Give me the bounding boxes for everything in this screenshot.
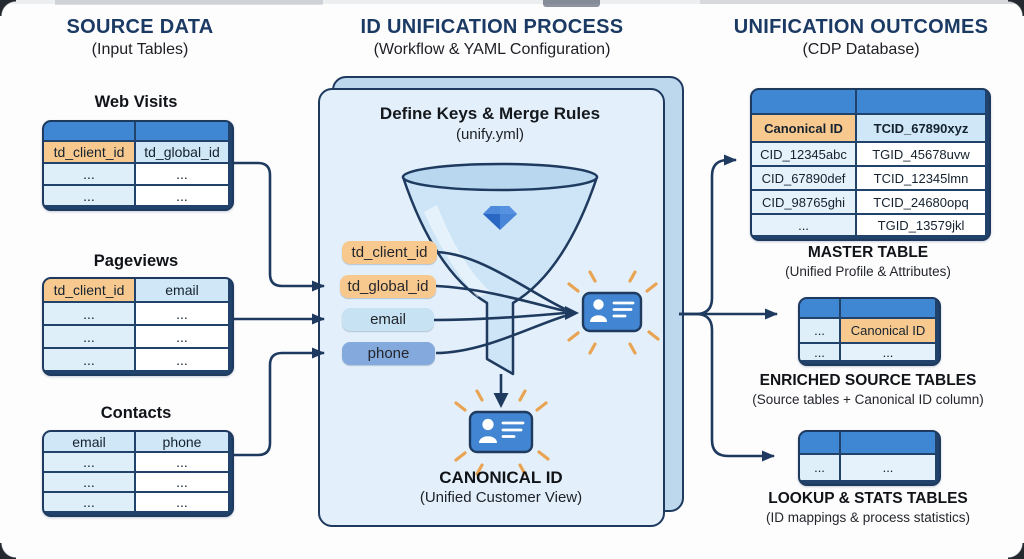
column-cell: email	[136, 279, 228, 301]
table-cell: ...	[752, 215, 855, 235]
key-pill-email: email	[342, 308, 434, 331]
table-cell: TCID_24680opq	[857, 191, 985, 213]
top-artifact-bar	[0, 0, 1024, 4]
screen-corner	[1008, 543, 1024, 559]
lookup-tables-caption: LOOKUP & STATS TABLES (ID mappings & pro…	[718, 490, 1018, 525]
process-title: ID UNIFICATION PROCESS	[360, 16, 624, 38]
caption-title: LOOKUP & STATS TABLES	[768, 490, 968, 507]
table-cell: ...	[800, 344, 839, 360]
process-subtitle: (Workflow & YAML Configuration)	[373, 41, 611, 58]
section-header-source-data: SOURCE DATA (Input Tables)	[20, 16, 260, 59]
web-visits-title: Web Visits	[94, 93, 178, 111]
table-cell: ...	[136, 453, 228, 471]
section-header-process: ID UNIFICATION PROCESS (Workflow & YAML …	[330, 16, 654, 59]
table-cell: TCID_12345lmn	[857, 167, 985, 189]
caption-subtitle: (Unified Profile & Attributes)	[785, 264, 951, 279]
table-cell: ...	[136, 493, 228, 511]
table-header-cell	[44, 122, 134, 140]
screen-corner	[1008, 0, 1024, 16]
master-table-caption: MASTER TABLE (Unified Profile & Attribut…	[718, 244, 1018, 279]
table-cell: ...	[44, 493, 134, 511]
screen-corner	[0, 0, 16, 16]
canonical-id-label: CANONICAL ID	[439, 468, 563, 487]
canonical-id-label-block: CANONICAL ID (Unified Customer View)	[390, 468, 612, 506]
key-pill-label: phone	[367, 345, 410, 362]
table-cell: CID_67890def	[752, 167, 855, 189]
table-cell: ...	[136, 473, 228, 491]
column-cell: Canonical ID	[752, 115, 855, 141]
table-cell: ...	[44, 349, 134, 370]
screen-corner	[0, 543, 16, 559]
table-cell: ...	[800, 319, 839, 342]
column-cell: email	[44, 432, 134, 451]
section-header-outcomes: UNIFICATION OUTCOMES (CDP Database)	[711, 16, 1011, 59]
table-cell: ...	[44, 164, 134, 184]
table-cell: ...	[44, 453, 134, 471]
table-cell: ...	[44, 326, 134, 347]
contacts-table: email phone ... ... ... ... ... ...	[42, 430, 234, 517]
key-pill-td-global-id: td_global_id	[340, 275, 436, 298]
table-cell: ...	[136, 349, 228, 370]
column-cell: td_global_id	[136, 142, 228, 162]
enriched-source-table: ... Canonical ID ... ...	[798, 297, 941, 366]
pageviews-title: Pageviews	[93, 252, 179, 270]
table-cell: ...	[136, 186, 228, 205]
table-header-cell	[136, 122, 228, 140]
table-cell: TGID_13579jkl	[857, 215, 985, 235]
table-cell: ...	[136, 303, 228, 324]
column-cell: TCID_67890xyz	[857, 115, 985, 141]
table-header-cell	[752, 90, 855, 113]
table-cell: TGID_45678uvw	[857, 143, 985, 165]
table-header-cell	[800, 299, 839, 317]
outcomes-title: UNIFICATION OUTCOMES	[733, 16, 989, 38]
key-pill-label: email	[370, 311, 406, 328]
caption-title: MASTER TABLE	[807, 244, 929, 261]
outcomes-subtitle: (CDP Database)	[802, 41, 920, 58]
lookup-stats-table: ... ...	[798, 430, 941, 486]
enriched-tables-caption: ENRICHED SOURCE TABLES (Source tables + …	[718, 372, 1018, 407]
table-cell: ...	[44, 303, 134, 324]
top-artifact-segment	[700, 0, 1020, 4]
column-cell: phone	[136, 432, 228, 451]
column-cell: td_client_id	[44, 142, 134, 162]
key-pill-label: td_global_id	[347, 278, 429, 295]
column-cell: Canonical ID	[841, 319, 935, 342]
arrow-webvisits-to-key	[230, 161, 325, 292]
panel-title: Define Keys & Merge Rules	[379, 104, 601, 123]
contacts-title: Contacts	[100, 404, 172, 422]
key-pill-td-client-id: td_client_id	[342, 241, 437, 264]
table-cell: CID_12345abc	[752, 143, 855, 165]
top-artifact-segment	[543, 0, 600, 7]
key-pill-phone: phone	[342, 342, 435, 365]
table-header-cell	[857, 90, 985, 113]
table-header-cell	[800, 432, 839, 453]
caption-subtitle: (Source tables + Canonical ID column)	[752, 392, 984, 407]
table-cell: ...	[44, 186, 134, 205]
arrow-contacts-to-key	[230, 347, 325, 457]
column-cell: td_client_id	[44, 279, 134, 301]
table-cell: ...	[841, 344, 935, 360]
caption-subtitle: (ID mappings & process statistics)	[765, 510, 971, 525]
table-cell: ...	[136, 164, 228, 184]
master-table: Canonical ID TCID_67890xyz CID_12345abc …	[750, 88, 991, 241]
web-visits-table: td_client_id td_global_id ... ... ... ..…	[42, 120, 234, 211]
table-header-cell	[841, 299, 935, 317]
table-cell: ...	[841, 455, 935, 480]
table-cell: ...	[136, 326, 228, 347]
arrow-to-master-table	[679, 154, 737, 316]
table-cell: ...	[800, 455, 839, 480]
source-data-title: SOURCE DATA	[66, 16, 214, 38]
process-panel-title-block: Define Keys & Merge Rules (unify.yml)	[330, 104, 650, 143]
table-cell: CID_98765ghi	[752, 191, 855, 213]
panel-subtitle: (unify.yml)	[455, 126, 525, 143]
pageviews-table: td_client_id email ... ... ... ... ... .…	[42, 277, 234, 376]
source-data-subtitle: (Input Tables)	[91, 41, 189, 58]
table-cell: ...	[44, 473, 134, 491]
top-artifact-segment	[55, 0, 323, 5]
caption-title: ENRICHED SOURCE TABLES	[759, 372, 977, 389]
canonical-id-sublabel: (Unified Customer View)	[419, 489, 583, 506]
table-header-cell	[841, 432, 935, 453]
key-pill-label: td_client_id	[351, 244, 428, 261]
